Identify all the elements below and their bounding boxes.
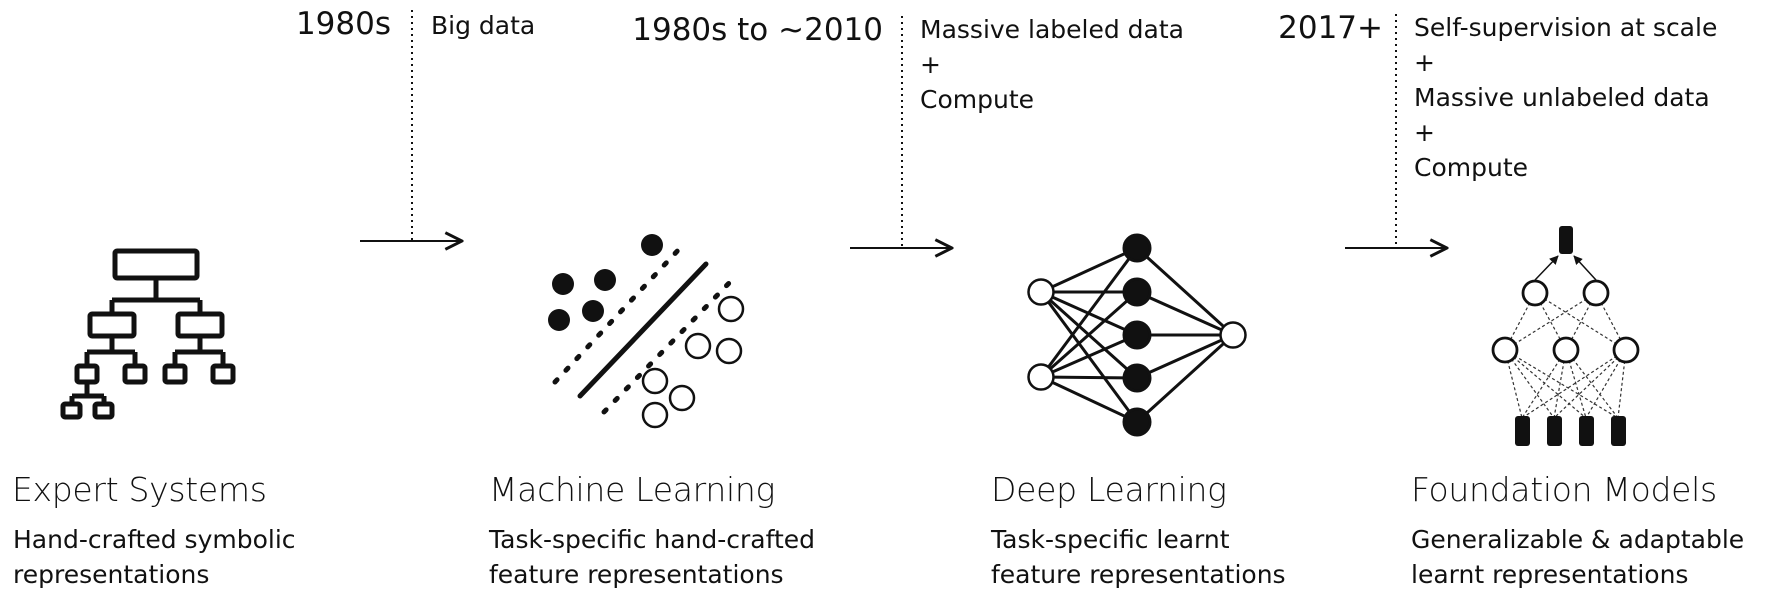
classifier-scatter-icon bbox=[548, 234, 745, 429]
stage-desc-line: Task-specific hand-crafted bbox=[489, 525, 816, 554]
stage-desc-machine-learning: Task-specific hand-crafted feature repre… bbox=[489, 522, 815, 592]
driver-line: Compute bbox=[1414, 153, 1529, 182]
stage-desc-line: Task-specific learnt bbox=[991, 525, 1230, 554]
neural-network-icon bbox=[1027, 233, 1247, 437]
transition-drivers-3: Self-supervision at scale + Massive unla… bbox=[1414, 10, 1717, 185]
stage-desc-expert-systems: Hand-crafted symbolic representations bbox=[13, 522, 296, 592]
transition-drivers-2: Massive labeled data + Compute bbox=[920, 12, 1184, 117]
driver-line: + bbox=[1414, 118, 1435, 147]
transition-drivers-1: Big data bbox=[431, 8, 535, 43]
driver-line: Compute bbox=[920, 85, 1035, 114]
driver-line: + bbox=[920, 50, 941, 79]
stage-title-deep-learning: Deep Learning bbox=[991, 470, 1227, 509]
stage-desc-line: feature representations bbox=[991, 560, 1286, 589]
driver-line: Big data bbox=[431, 11, 536, 40]
driver-line: + bbox=[1414, 48, 1435, 77]
foundation-model-icon bbox=[1491, 226, 1640, 446]
era-label-3: 2017+ bbox=[1278, 10, 1383, 46]
driver-line: Self-supervision at scale bbox=[1414, 13, 1718, 42]
driver-line: Massive unlabeled data bbox=[1414, 83, 1710, 112]
stage-desc-line: learnt representations bbox=[1411, 560, 1689, 589]
stage-desc-line: feature representations bbox=[489, 560, 784, 589]
stage-desc-line: Generalizable & adaptable bbox=[1411, 525, 1745, 554]
stage-title-expert-systems: Expert Systems bbox=[12, 470, 267, 509]
driver-line: Massive labeled data bbox=[920, 15, 1184, 44]
hierarchy-tree-icon bbox=[60, 248, 236, 420]
era-label-1: 1980s bbox=[295, 6, 391, 42]
stage-desc-deep-learning: Task-specific learnt feature representat… bbox=[991, 522, 1286, 592]
stage-desc-line: Hand-crafted symbolic bbox=[13, 525, 296, 554]
stage-desc-line: representations bbox=[13, 560, 210, 589]
stage-desc-foundation-models: Generalizable & adaptable learnt represe… bbox=[1411, 522, 1744, 592]
stage-title-foundation-models: Foundation Models bbox=[1411, 470, 1717, 509]
era-label-2: 1980s to ~2010 bbox=[632, 12, 883, 48]
stage-title-machine-learning: Machine Learning bbox=[489, 470, 775, 509]
